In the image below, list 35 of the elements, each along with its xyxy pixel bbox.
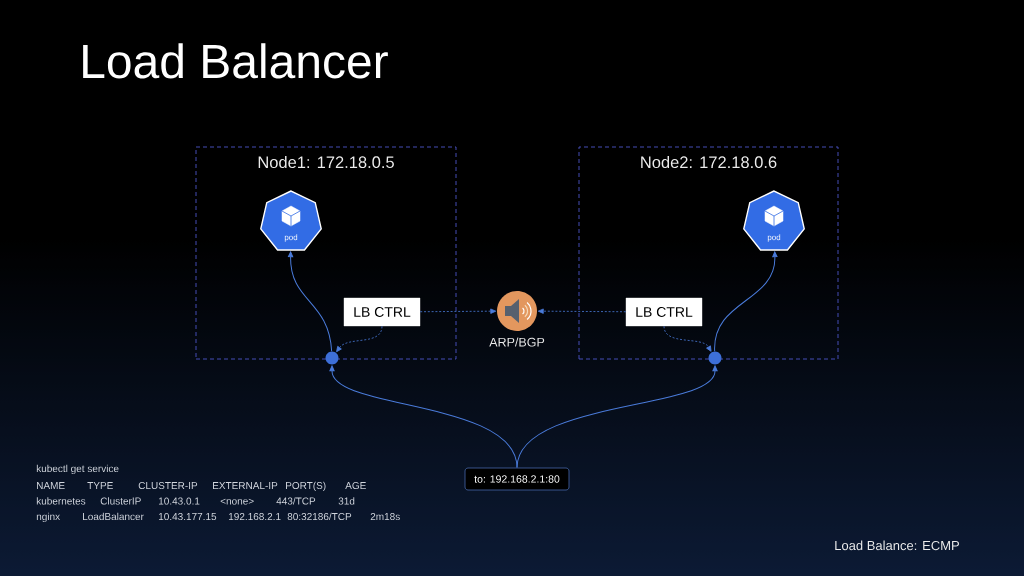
label-box: LB CTRL (625, 297, 703, 327)
column-header: AGE (345, 482, 366, 490)
output-value: ClusterIP (100, 497, 141, 505)
dashed-arrow (663, 325, 712, 352)
pod-heptagon: pod (260, 190, 322, 251)
pod-heptagon: pod (743, 190, 805, 251)
output-value: kubernetes (36, 497, 86, 505)
title: Load Balancer (83, 43, 388, 79)
note-text: Load Balance: ECMP (835, 540, 959, 551)
arrow (287, 251, 333, 352)
arrow (329, 365, 518, 469)
column-header: PORT(S) (286, 481, 326, 492)
column-header: NAME (37, 482, 65, 489)
command-text: kubectl get service (36, 464, 119, 475)
dashed-arrow (419, 308, 497, 314)
output-value: 10.43.177.15 (158, 513, 217, 521)
output-value: 80:32186/TCP (287, 512, 352, 521)
output-value: 443/TCP (276, 497, 316, 505)
column-header: TYPE (87, 482, 113, 489)
output-value: LoadBalancer (83, 512, 144, 521)
dashed-arrow (336, 325, 383, 353)
address-box: to: 192.168.2.1:80 (464, 467, 570, 491)
dashed-arrow (537, 308, 627, 314)
output-value: 10.43.0.1 (158, 497, 200, 505)
label-box: LB CTRL (343, 297, 421, 327)
icon-caption: ARP/BGP (489, 337, 545, 347)
arrow (516, 365, 718, 469)
column-header: EXTERNAL-IP (213, 482, 278, 489)
output-value: 192.168.2.1 (228, 513, 281, 521)
output-value: 2m18s (370, 513, 400, 521)
output-value: <none> (220, 498, 254, 505)
output-value: 31d (338, 497, 355, 505)
output-value: nginx (36, 512, 60, 523)
column-header: CLUSTER-IP (138, 482, 198, 490)
arrow (714, 251, 778, 352)
